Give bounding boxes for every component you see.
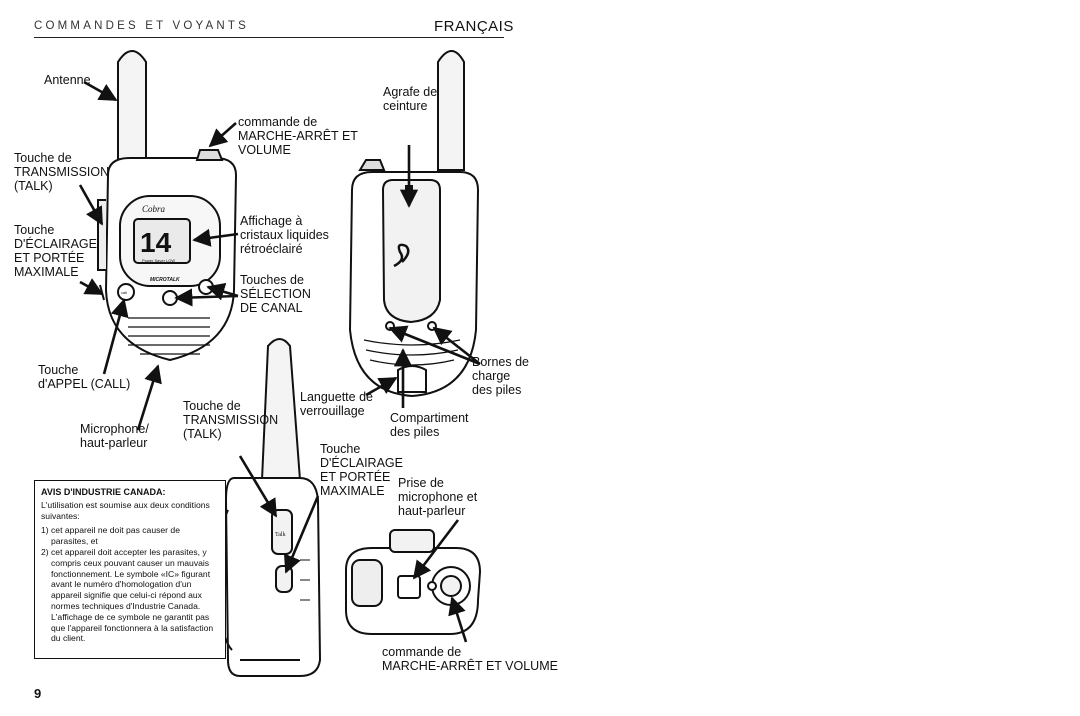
header-rule: [34, 37, 504, 38]
label-antenna: Antenne: [44, 73, 91, 87]
arrow-channel-up: [206, 282, 239, 301]
arrow-microphone: [136, 364, 162, 431]
brand-text: Cobra: [142, 204, 166, 214]
side-light-key: [275, 565, 293, 593]
side-antenna: [260, 338, 302, 481]
callout-arrows: [78, 80, 481, 643]
top-radio: [345, 529, 482, 635]
label-talk-front: Touche de TRANSMISSION (TALK): [14, 151, 110, 193]
notice-list: 1) cet appareil ne doit pas causer de pa…: [41, 525, 219, 644]
top-view-clip: [389, 529, 435, 553]
arrow-light-side: [283, 495, 320, 574]
notice-item-number: 1): [41, 525, 49, 536]
label-microphone: Microphone/ haut-parleur: [80, 422, 149, 450]
label-mic-jack: Prise de microphone et haut-parleur: [398, 476, 478, 518]
arrow-talk-side: [238, 455, 278, 518]
back-antenna: [437, 50, 465, 171]
arrow-volume-bottom: [448, 596, 468, 643]
notice-intro: L'utilisation est soumise aux deux condi…: [41, 499, 210, 521]
notice-item-number: 2): [41, 546, 49, 557]
lcd-power-text: Power Saver LOW: [142, 258, 175, 263]
page-number: 9: [34, 686, 42, 701]
arrow-light-front: [79, 278, 104, 296]
label-call: Touche d'APPEL (CALL): [38, 363, 131, 391]
arrow-latch: [365, 376, 398, 397]
notice-item-text: cet appareil ne doit pas causer de paras…: [51, 525, 180, 547]
label-channel-keys: Touches de SÉLECTION DE CANAL: [240, 273, 311, 315]
side-body: [224, 477, 322, 677]
label-belt-clip: Agrafe de ceinture: [383, 85, 438, 113]
arrow-terminal-right: [432, 326, 481, 366]
side-radio: Talk: [216, 338, 322, 677]
arrow-antenna: [83, 80, 118, 102]
lcd-screen: [133, 218, 191, 264]
belt-clip: [381, 179, 441, 324]
cobra-logo-back: [393, 243, 410, 268]
side-talk-key: [271, 509, 293, 555]
label-battery-compartment: Compartiment des piles: [390, 411, 469, 439]
front-antenna: [117, 50, 147, 169]
label-latch: Languette de verrouillage: [300, 390, 373, 418]
front-radio: 14 Cobra Power Saver LOW MICROTALK call: [97, 50, 238, 362]
arrow-volume-top: [208, 122, 237, 148]
speaker-grille: [128, 317, 210, 355]
notice-item-text: cet appareil doit accepter les parasites…: [51, 546, 214, 644]
channel-down-key: [162, 290, 178, 306]
arrow-call: [102, 298, 129, 375]
label-light-side: Touche D'ÉCLAIRAGE ET PORTÉE MAXIMALE: [320, 442, 403, 498]
side-talk-key-label: Talk: [275, 532, 286, 538]
arrow-lcd: [192, 228, 239, 247]
label-volume-bottom: commande de MARCHE-ARRÊT ET VOLUME: [382, 645, 558, 673]
arrow-mic-jack: [412, 519, 460, 580]
label-talk-side: Touche de TRANSMISSION (TALK): [183, 399, 279, 441]
notice-title: AVIS D'INDUSTRIE CANADA:: [41, 487, 166, 497]
arrow-terminal-left: [388, 325, 481, 366]
call-key-label: call: [121, 290, 127, 295]
notice-item: 2) cet appareil doit accepter les parasi…: [41, 547, 219, 644]
arrow-talk-front: [78, 184, 104, 226]
volume-knob-top: [195, 149, 224, 161]
model-text: MICROTALK: [150, 277, 180, 283]
label-light-front: Touche D'ÉCLAIRAGE ET PORTÉE MAXIMALE: [14, 223, 97, 279]
language-label: FRANÇAIS: [434, 18, 514, 35]
section-title: COMMANDES ET VOYANTS: [34, 20, 250, 32]
label-lcd: Affichage à cristaux liquides rétroéclai…: [240, 214, 329, 256]
lcd-digits: 14: [140, 227, 172, 258]
industry-canada-notice: AVIS D'INDUSTRIE CANADA: L'utilisation e…: [34, 480, 226, 659]
mic-jack: [427, 581, 437, 591]
label-volume-top: commande de MARCHE-ARRÊT ET VOLUME: [238, 115, 358, 157]
arrow-channel-down: [174, 288, 239, 307]
label-charge-terminals: Bornes de charge des piles: [472, 355, 529, 397]
notice-item: 1) cet appareil ne doit pas causer de pa…: [41, 525, 219, 547]
